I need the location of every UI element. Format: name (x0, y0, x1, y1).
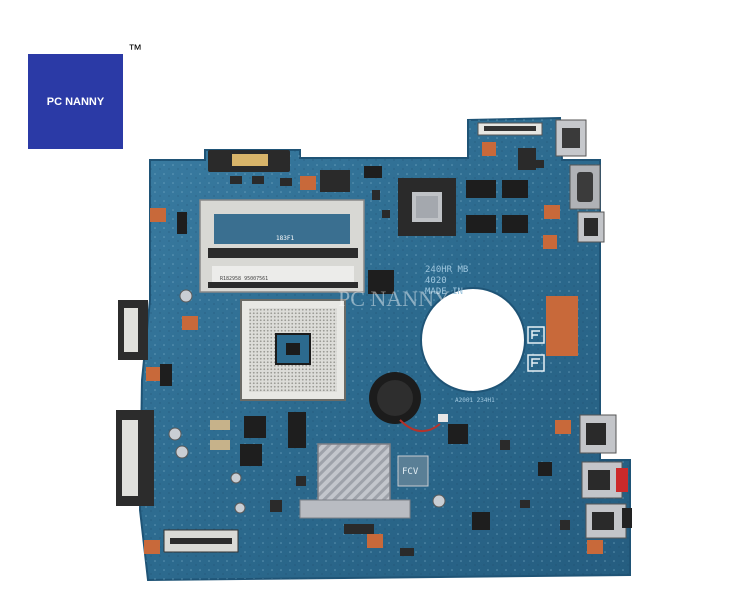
board-cutout-hole (420, 287, 526, 393)
usb-port-icon (577, 211, 627, 539)
ram-label: 183F1 (276, 235, 294, 242)
heatsink-plate: FCV (299, 443, 429, 519)
small-connectors (160, 166, 552, 553)
ethernet-port-icon (555, 119, 587, 157)
mounting-pads (144, 142, 603, 554)
audio-jack-icon (616, 468, 632, 528)
watermark-text: PC NANNY (338, 286, 450, 311)
cpu-socket-icon (240, 299, 346, 401)
gpu-chip-icon (398, 178, 456, 236)
model-line-2: 4020 (425, 276, 447, 286)
model-line-3: MADE IN (425, 287, 463, 297)
logo-text: PC NANNY (46, 95, 105, 108)
fcv-label: FCV (402, 467, 419, 477)
pc-nanny-logo: PC NANNY (28, 54, 123, 149)
sata-connector-icon (116, 300, 154, 506)
power-connector (208, 150, 290, 172)
capacitors (168, 289, 446, 514)
silkscreen-text: 240HR MB 4020 MADE IN A2001 234H1 (425, 265, 495, 404)
memory-chips (466, 180, 528, 233)
trademark-symbol: ™ (128, 41, 142, 57)
ribbon-connector (477, 122, 543, 136)
model-line-1: 240HR MB (425, 265, 468, 275)
coin-battery-icon (369, 372, 448, 432)
vga-port-icon (569, 164, 601, 210)
ff-logo (527, 326, 545, 372)
ram-slot-icon: 183F1 R182958 95007561 (199, 199, 365, 293)
smd-components (210, 148, 570, 556)
ram-label-2: R182958 95007561 (220, 276, 268, 282)
bottom-code: A2001 234H1 (455, 397, 495, 404)
